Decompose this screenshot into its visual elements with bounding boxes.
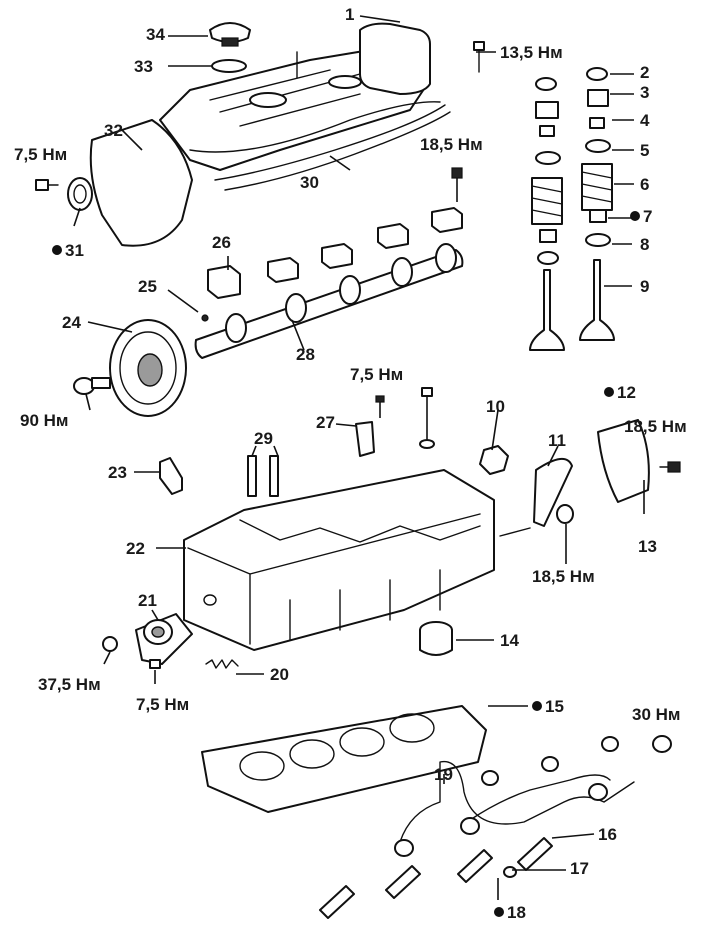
callout-7: 7 bbox=[630, 208, 652, 225]
head-gasket bbox=[201, 705, 487, 813]
cover-bolt bbox=[473, 41, 485, 73]
torque-label-30: 30 Нм bbox=[632, 705, 681, 724]
callout-8: 8 bbox=[640, 235, 650, 254]
lifting-eye bbox=[499, 458, 573, 537]
woodruff-key bbox=[201, 314, 209, 322]
studs bbox=[247, 455, 279, 497]
bracket-23 bbox=[159, 457, 183, 495]
callout-34: 34 bbox=[146, 25, 165, 44]
bolt-7-5-lower bbox=[149, 659, 161, 669]
bolt-18-5-upper bbox=[451, 167, 463, 202]
sprocket-bolt bbox=[73, 377, 111, 395]
torque-label-37-5: 37,5 Нм bbox=[38, 675, 101, 694]
callout-28: 28 bbox=[296, 345, 315, 364]
callout-4: 4 bbox=[640, 111, 650, 130]
callout-32: 32 bbox=[104, 121, 123, 140]
callout-13: 13 bbox=[638, 537, 657, 556]
callout-20: 20 bbox=[270, 665, 289, 684]
torque-label-90: 90 Нм bbox=[20, 411, 69, 430]
callout-31: 31 bbox=[52, 242, 84, 259]
callout-30: 30 bbox=[300, 173, 319, 192]
callout-22: 22 bbox=[126, 539, 145, 558]
callout-9: 9 bbox=[640, 277, 650, 296]
torque-label-7-5-c: 7,5 Нм bbox=[136, 695, 190, 714]
callout-6: 6 bbox=[640, 175, 650, 194]
callout-26: 26 bbox=[212, 233, 231, 252]
callout-12: 12 bbox=[604, 384, 636, 401]
valve-cover-gasket bbox=[214, 104, 451, 191]
callout-18: 18 bbox=[494, 904, 526, 921]
cylinder-head bbox=[183, 469, 495, 651]
callout-17: 17 bbox=[570, 859, 589, 878]
callout-23: 23 bbox=[108, 463, 127, 482]
camshaft bbox=[194, 243, 464, 359]
torque-label-7-5-a: 7,5 Нм bbox=[14, 145, 68, 164]
callout-3: 3 bbox=[640, 83, 650, 102]
nut-18-5 bbox=[556, 504, 574, 524]
callout-19: 19 bbox=[434, 765, 453, 784]
callout-16: 16 bbox=[598, 825, 617, 844]
plate-12-13 bbox=[597, 419, 650, 503]
injector-lines bbox=[394, 736, 635, 857]
callout-29: 29 bbox=[254, 429, 273, 448]
torque-label-18-5-c: 18,5 Нм bbox=[532, 567, 595, 586]
callout-21: 21 bbox=[138, 591, 157, 610]
valve-train-right bbox=[579, 67, 615, 341]
plate-bolt bbox=[659, 461, 681, 473]
spring-20 bbox=[205, 659, 239, 669]
valve-cover bbox=[159, 22, 441, 171]
glow-plug-part bbox=[479, 445, 509, 475]
torque-label-7-5-b: 7,5 Нм bbox=[350, 365, 404, 384]
callout-5: 5 bbox=[640, 141, 650, 160]
torque-label-18-5-a: 18,5 Нм bbox=[420, 135, 483, 154]
nut-30 bbox=[652, 735, 672, 753]
callout-24: 24 bbox=[62, 313, 81, 332]
injector-clamp bbox=[355, 395, 385, 457]
callout-33: 33 bbox=[134, 57, 153, 76]
tensioner bbox=[135, 613, 193, 665]
torque-label-18-5-b: 18,5 Нм bbox=[624, 417, 687, 436]
callout-25: 25 bbox=[138, 277, 157, 296]
callout-2: 2 bbox=[640, 63, 650, 82]
bolt-37-5 bbox=[102, 636, 118, 652]
callout-27: 27 bbox=[316, 413, 335, 432]
valve-train-left bbox=[529, 77, 565, 351]
camshaft-sprocket bbox=[109, 319, 187, 417]
bearing-caps bbox=[207, 207, 463, 299]
part-14 bbox=[419, 621, 453, 656]
injectors bbox=[319, 837, 553, 919]
callout-14: 14 bbox=[500, 631, 519, 650]
timing-cover bbox=[89, 119, 193, 247]
callout-1: 1 bbox=[345, 5, 355, 24]
callout-15: 15 bbox=[532, 698, 564, 715]
long-bolt bbox=[419, 387, 435, 449]
oil-filler-cap bbox=[209, 22, 251, 47]
callout-11: 11 bbox=[548, 431, 566, 450]
torque-label-13-5: 13,5 Нм bbox=[500, 43, 563, 62]
cover-bolt-small bbox=[35, 179, 59, 191]
callout-10: 10 bbox=[486, 397, 505, 416]
